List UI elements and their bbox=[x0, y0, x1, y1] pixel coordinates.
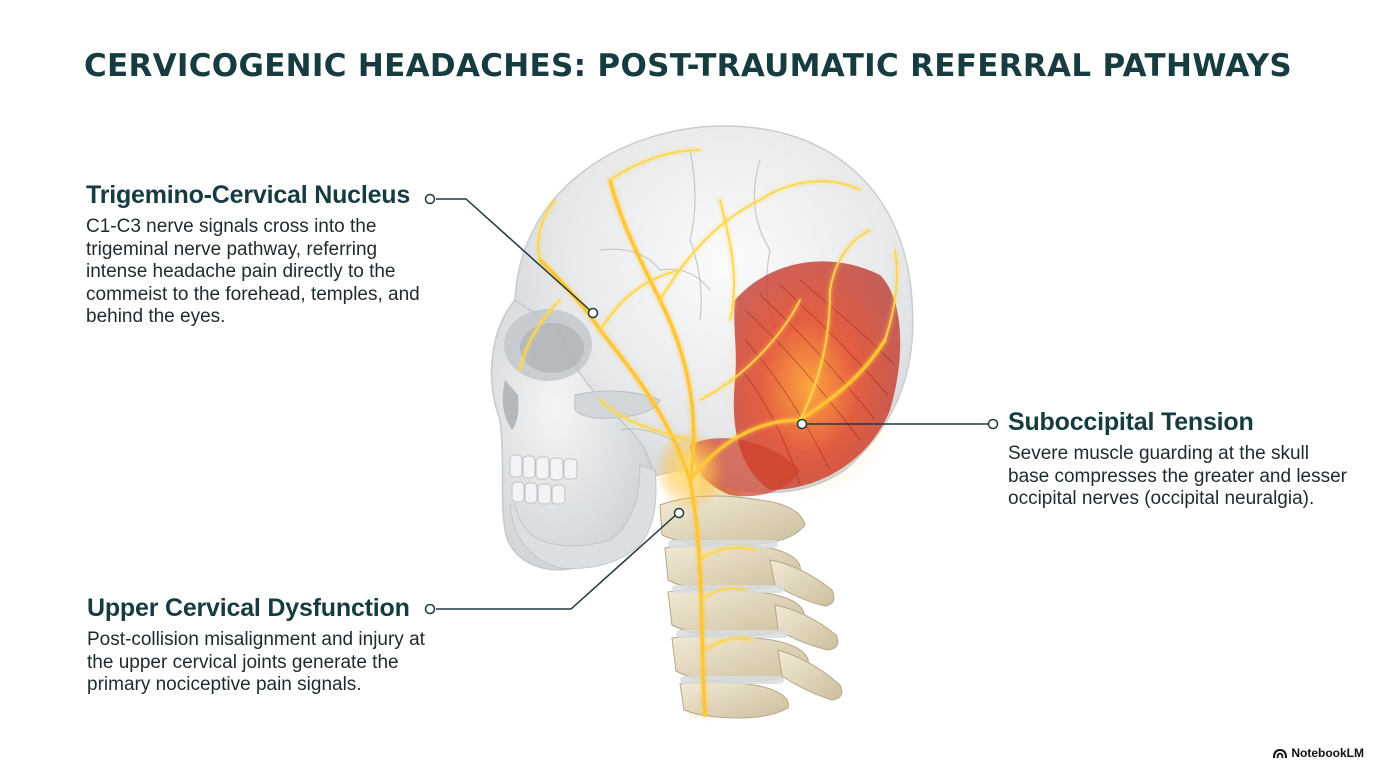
trigemino-leader-line bbox=[436, 198, 593, 313]
callout-heading: Upper Cervical Dysfunction bbox=[87, 594, 410, 622]
nerve-pathways bbox=[519, 149, 898, 717]
callout-body: Severe muscle guarding at the skull base… bbox=[1008, 443, 1348, 509]
leader-endpoints bbox=[424, 193, 999, 615]
callout-upper-cervical-dysfunction: Upper Cervical Dysfunction Post-collisio… bbox=[87, 594, 447, 697]
trigemino-target-dot bbox=[587, 307, 599, 319]
callout-trigemino-cervical-nucleus: Trigemino-Cervical Nucleus C1-C3 nerve s… bbox=[86, 181, 426, 329]
suboccipital-target-dot bbox=[796, 418, 808, 430]
trigemino-anchor-dot bbox=[424, 193, 436, 205]
page-title: CERVICOGENIC HEADACHES: POST-TRAUMATIC R… bbox=[83, 48, 1293, 84]
upper-cervical-leader-line bbox=[436, 512, 679, 610]
leader-lines bbox=[436, 198, 988, 610]
brand-name: NotebookLM bbox=[1291, 746, 1364, 760]
callout-heading: Trigemino-Cervical Nucleus bbox=[86, 181, 411, 209]
callout-heading: Suboccipital Tension bbox=[1008, 408, 1254, 436]
upper-cervical-anchor-dot bbox=[424, 603, 436, 615]
notebooklm-logo-icon bbox=[1273, 748, 1288, 758]
suboccipital-anchor-dot bbox=[987, 418, 999, 430]
callout-body: C1-C3 nerve signals cross into the trige… bbox=[86, 216, 420, 327]
callout-suboccipital-tension: Suboccipital Tension Severe muscle guard… bbox=[1008, 408, 1348, 511]
brand-watermark: NotebookLM bbox=[1273, 746, 1364, 760]
callout-body: Post-collision misalignment and injury a… bbox=[87, 629, 425, 695]
upper-cervical-target-dot bbox=[673, 507, 685, 519]
